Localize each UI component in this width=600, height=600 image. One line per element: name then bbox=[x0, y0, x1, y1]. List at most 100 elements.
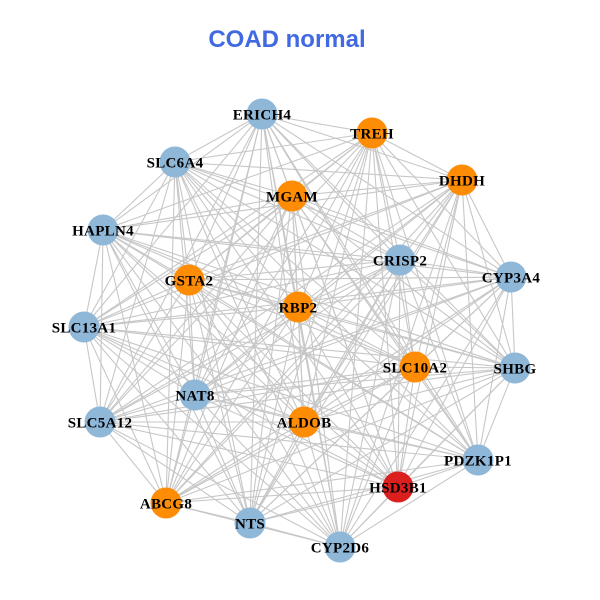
edge-ERICH4-CRISP2 bbox=[261, 113, 401, 261]
node-SHBG[interactable] bbox=[499, 352, 531, 384]
node-TREH[interactable] bbox=[356, 117, 388, 149]
edge-GSTA2-SLC5A12 bbox=[99, 279, 190, 423]
node-NAT8[interactable] bbox=[179, 379, 211, 411]
edge-SLC13A1-PDZK1P1 bbox=[83, 326, 479, 461]
edge-SLC6A4-PDZK1P1 bbox=[174, 161, 479, 461]
edge-GSTA2-HSD3B1 bbox=[188, 279, 399, 488]
edge-DHDH-NAT8 bbox=[194, 179, 463, 396]
labels-layer: ERICH4TREHSLC6A4DHDHMGAMHAPLN4CRISP2CYP3… bbox=[52, 107, 540, 556]
edge-PDZK1P1-ABCG8 bbox=[165, 459, 479, 504]
edge-SLC13A1-SHBG bbox=[83, 326, 516, 369]
node-MGAM[interactable] bbox=[276, 180, 308, 212]
edge-SLC6A4-SLC13A1 bbox=[83, 161, 176, 328]
edge-HAPLN4-NTS bbox=[102, 229, 251, 524]
node-SLC5A12[interactable] bbox=[84, 406, 116, 438]
node-DHDH[interactable] bbox=[446, 164, 478, 196]
edge-ERICH4-TREH bbox=[261, 113, 373, 134]
edge-TREH-ALDOB bbox=[303, 132, 373, 423]
edge-NAT8-SLC5A12 bbox=[99, 394, 196, 423]
edge-GSTA2-SHBG bbox=[188, 279, 516, 369]
edge-DHDH-SLC5A12 bbox=[99, 179, 463, 423]
edge-MGAM-PDZK1P1 bbox=[291, 195, 479, 461]
edge-ERICH4-SHBG bbox=[261, 113, 516, 369]
chart-title: COAD normal bbox=[208, 26, 365, 53]
nodes-layer bbox=[68, 98, 531, 563]
edge-SLC5A12-PDZK1P1 bbox=[99, 421, 479, 461]
edge-CYP3A4-PDZK1P1 bbox=[477, 276, 512, 461]
node-label-TREH: TREH bbox=[350, 126, 394, 142]
edge-CYP3A4-HSD3B1 bbox=[397, 276, 512, 488]
edge-MGAM-GSTA2 bbox=[188, 195, 293, 281]
edge-SLC13A1-NTS bbox=[83, 326, 251, 524]
edge-MGAM-CRISP2 bbox=[291, 195, 401, 261]
edge-TREH-SLC5A12 bbox=[99, 132, 373, 423]
edge-GSTA2-SLC10A2 bbox=[188, 279, 416, 368]
edge-SLC6A4-SLC10A2 bbox=[174, 161, 416, 368]
edge-RBP2-SLC5A12 bbox=[99, 306, 299, 423]
node-label-HAPLN4: HAPLN4 bbox=[72, 223, 134, 239]
node-label-HSD3B1: HSD3B1 bbox=[369, 480, 427, 496]
edge-TREH-PDZK1P1 bbox=[371, 132, 479, 461]
edge-SLC5A12-NTS bbox=[99, 421, 251, 524]
edge-SLC10A2-SLC5A12 bbox=[99, 366, 416, 423]
node-label-SHBG: SHBG bbox=[494, 361, 537, 377]
edge-SLC6A4-CRISP2 bbox=[174, 161, 401, 261]
edge-SLC10A2-ABCG8 bbox=[165, 366, 416, 504]
edge-SLC13A1-SLC10A2 bbox=[83, 326, 416, 368]
node-SLC13A1[interactable] bbox=[68, 311, 100, 343]
edge-ALDOB-PDZK1P1 bbox=[303, 421, 479, 461]
edge-SLC6A4-DHDH bbox=[174, 161, 463, 181]
edge-SLC13A1-SLC5A12 bbox=[83, 326, 101, 423]
node-ALDOB[interactable] bbox=[288, 406, 320, 438]
edge-CYP3A4-RBP2 bbox=[297, 276, 512, 308]
edge-CYP3A4-ALDOB bbox=[303, 276, 512, 423]
edge-SHBG-ABCG8 bbox=[165, 367, 516, 504]
node-CYP2D6[interactable] bbox=[324, 531, 356, 563]
edge-SHBG-NAT8 bbox=[194, 367, 516, 396]
node-PDZK1P1[interactable] bbox=[462, 444, 494, 476]
edge-SLC5A12-CYP2D6 bbox=[99, 421, 341, 548]
node-label-MGAM: MGAM bbox=[266, 189, 318, 205]
edge-CYP3A4-CYP2D6 bbox=[339, 276, 512, 548]
edge-NAT8-HSD3B1 bbox=[194, 394, 399, 488]
node-SLC10A2[interactable] bbox=[399, 351, 431, 383]
edge-HAPLN4-SLC5A12 bbox=[99, 229, 104, 423]
edge-ERICH4-GSTA2 bbox=[188, 113, 263, 281]
edge-TREH-ABCG8 bbox=[165, 132, 373, 504]
edge-SLC10A2-NAT8 bbox=[194, 366, 416, 396]
edge-DHDH-SLC10A2 bbox=[414, 179, 463, 368]
edge-SLC6A4-RBP2 bbox=[174, 161, 299, 308]
edge-TREH-NTS bbox=[249, 132, 373, 524]
node-GSTA2[interactable] bbox=[173, 264, 205, 296]
node-label-SLC10A2: SLC10A2 bbox=[383, 360, 448, 376]
edge-SLC10A2-SHBG bbox=[414, 366, 516, 369]
node-SLC6A4[interactable] bbox=[159, 146, 191, 178]
edge-HAPLN4-CYP3A4 bbox=[102, 229, 512, 278]
node-label-RBP2: RBP2 bbox=[279, 300, 318, 316]
edge-SLC6A4-HAPLN4 bbox=[102, 161, 176, 231]
edge-SHBG-NTS bbox=[249, 367, 516, 524]
edge-DHDH-RBP2 bbox=[297, 179, 463, 308]
edge-GSTA2-SLC13A1 bbox=[83, 279, 190, 328]
node-ERICH4[interactable] bbox=[246, 98, 278, 130]
node-HSD3B1[interactable] bbox=[382, 471, 414, 503]
edge-SLC6A4-GSTA2 bbox=[174, 161, 190, 281]
node-label-NAT8: NAT8 bbox=[175, 388, 214, 404]
node-NTS[interactable] bbox=[234, 507, 266, 539]
edge-SLC13A1-ALDOB bbox=[83, 326, 305, 423]
node-HAPLN4[interactable] bbox=[87, 214, 119, 246]
edges-layer bbox=[83, 113, 516, 548]
node-ABCG8[interactable] bbox=[150, 487, 182, 519]
edge-SLC6A4-CYP3A4 bbox=[174, 161, 512, 278]
edge-SLC6A4-ABCG8 bbox=[165, 161, 176, 504]
node-CRISP2[interactable] bbox=[384, 244, 416, 276]
edge-DHDH-ABCG8 bbox=[165, 179, 463, 504]
edge-RBP2-ALDOB bbox=[297, 306, 305, 423]
edge-HAPLN4-RBP2 bbox=[102, 229, 299, 308]
edge-CRISP2-ABCG8 bbox=[165, 259, 401, 504]
edge-RBP2-CYP2D6 bbox=[297, 306, 341, 548]
edge-NAT8-CYP2D6 bbox=[194, 394, 341, 548]
node-CYP3A4[interactable] bbox=[495, 261, 527, 293]
edge-SLC5A12-HSD3B1 bbox=[99, 421, 399, 488]
node-RBP2[interactable] bbox=[282, 291, 314, 323]
